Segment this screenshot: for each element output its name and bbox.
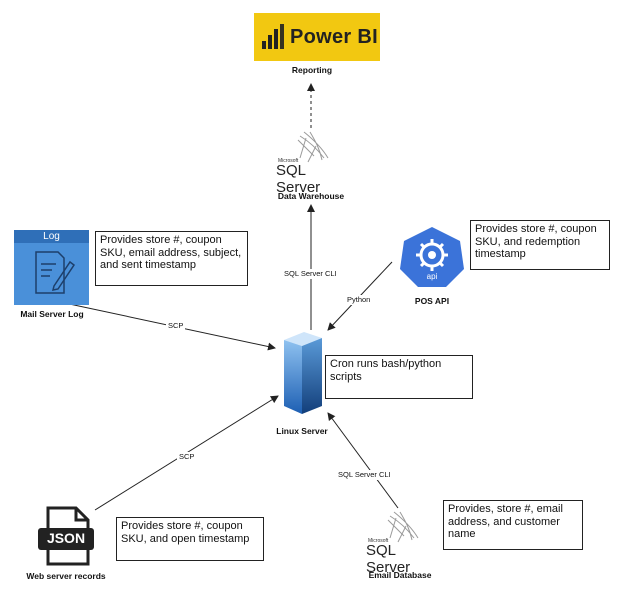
pos-api-node: api <box>396 225 468 289</box>
api-gear-icon <box>400 227 464 287</box>
pos-api-label: POS API <box>414 296 450 306</box>
email-database-note: Provides, store #, email address, and cu… <box>443 500 583 550</box>
data-warehouse-label: Data Warehouse <box>277 191 345 201</box>
web-server-records-node: JSON <box>36 506 96 566</box>
linux-server-label: Linux Server <box>276 426 328 436</box>
pos-api-note: Provides store #, coupon SKU, and redemp… <box>470 220 610 270</box>
sql-server-icon <box>387 511 419 543</box>
json-icon-text: JSON <box>46 530 86 546</box>
data-warehouse-node: Microsoft SQL Server <box>270 128 350 196</box>
json-file-icon <box>38 506 94 566</box>
mail-server-log-label: Mail Server Log <box>20 309 84 319</box>
email-db-logo-text: SQL Server <box>366 542 411 576</box>
linux-server-note: Cron runs bash/python scripts <box>325 355 473 399</box>
sql-server-icon <box>297 131 329 163</box>
powerbi-logo-text: Power BI <box>290 26 378 48</box>
log-file-icon <box>14 230 89 305</box>
dw-logo-small: Microsoft <box>278 158 299 164</box>
reporting-label: Reporting <box>291 65 333 75</box>
edge-label-scp-web: SCP <box>177 452 197 462</box>
email-database-label: Email Database <box>368 570 432 580</box>
email-to-linux-arrow <box>327 412 399 509</box>
web-server-records-label: Web server records <box>26 571 106 581</box>
log-icon-title: Log <box>43 231 60 242</box>
dw-logo-text: SQL Server <box>276 162 321 196</box>
server-tower-icon <box>284 332 322 414</box>
powerbi-node: Power BI <box>254 13 380 61</box>
edge-label-scp-mail: SCP <box>166 321 186 331</box>
edge-label-sql-cli-dw: SQL Server CLI <box>282 269 339 279</box>
email-database-node: Microsoft SQL Server <box>360 508 440 576</box>
edge-label-python: Python <box>345 295 373 305</box>
linux-server-node <box>276 330 326 416</box>
edge-label-sql-cli-email: SQL Server CLI <box>336 470 393 480</box>
mail-server-log-node: Log <box>14 230 89 305</box>
mail-server-log-note: Provides store #, coupon SKU, email addr… <box>95 231 248 286</box>
powerbi-logo <box>254 13 380 61</box>
api-icon-text: api <box>426 272 438 281</box>
email-db-logo-small: Microsoft <box>368 538 389 544</box>
web-server-records-note: Provides store #, coupon SKU, and open t… <box>116 517 264 561</box>
